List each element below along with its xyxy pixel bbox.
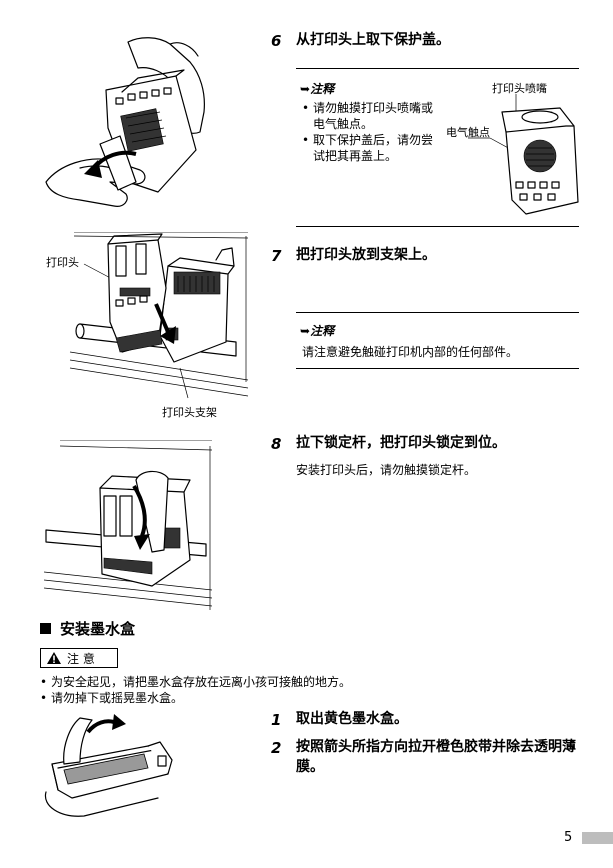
step-7-note-text: 请注意避免触碰打印机内部的任何部件。 bbox=[302, 345, 519, 359]
list-item: 请勿触摸打印头喷嘴或电气触点。 bbox=[302, 100, 444, 132]
note-top-rule bbox=[296, 312, 579, 313]
step-7-note-label: ➥注释 bbox=[300, 324, 335, 338]
illustration-place-print-head bbox=[69, 232, 249, 399]
list-item: 请勿掉下或摇晃墨水盒。 bbox=[40, 690, 580, 706]
illustration-remove-protective-cap bbox=[45, 37, 205, 207]
callout-printhead: 打印头 bbox=[46, 256, 79, 269]
step-8-number: 8 bbox=[271, 435, 282, 453]
section-title: 安装墨水盒 bbox=[60, 620, 136, 638]
step-8-title: 拉下锁定杆，把打印头锁定到位。 bbox=[296, 435, 506, 451]
list-item: 取下保护盖后，请勿尝试把其再盖上。 bbox=[302, 132, 444, 164]
illustration-lock-lever bbox=[43, 440, 213, 610]
list-item: 为安全起见，请把墨水盒存放在远离小孩可接触的地方。 bbox=[40, 674, 580, 690]
note-top-rule bbox=[296, 68, 579, 69]
step-6-number: 6 bbox=[271, 32, 282, 50]
step-6-note-list: 请勿触摸打印头喷嘴或电气触点。 取下保护盖后，请勿尝试把其再盖上。 bbox=[302, 100, 444, 164]
illustration-print-head-detail bbox=[468, 94, 579, 215]
step-7-number: 7 bbox=[271, 247, 282, 265]
section-heading: 安装墨水盒 bbox=[40, 618, 135, 639]
warning-triangle-icon bbox=[47, 652, 61, 664]
step-6-note-label: ➥注释 bbox=[300, 82, 335, 96]
square-bullet-icon bbox=[40, 623, 51, 634]
step-1-title: 取出黄色墨水盒。 bbox=[296, 711, 408, 727]
step-8-text: 安装打印头后，请勿触摸锁定杆。 bbox=[296, 463, 477, 477]
step-2-title: 按照箭头所指方向拉开橙色胶带并除去透明薄膜。 bbox=[296, 739, 576, 775]
page-number: 5 bbox=[564, 830, 573, 845]
callout-holder: 打印头支架 bbox=[162, 406, 217, 419]
step-2-number: 2 bbox=[271, 739, 282, 757]
illustration-ink-tank bbox=[44, 714, 173, 817]
callout-nozzle: 打印头喷嘴 bbox=[492, 82, 547, 95]
note-bottom-rule bbox=[296, 226, 579, 227]
note-arrow-icon: ➥ bbox=[300, 324, 311, 338]
caution-list: 为安全起见，请把墨水盒存放在远离小孩可接触的地方。 请勿掉下或摇晃墨水盒。 bbox=[40, 674, 580, 706]
step-7-title: 把打印头放到支架上。 bbox=[296, 247, 436, 263]
note-arrow-icon: ➥ bbox=[300, 82, 311, 96]
page-tab bbox=[582, 832, 613, 844]
step-1-number: 1 bbox=[271, 711, 282, 729]
callout-contacts: 电气触点 bbox=[446, 126, 490, 139]
step-6-title: 从打印头上取下保护盖。 bbox=[296, 32, 450, 48]
caution-badge: 注 意 bbox=[40, 648, 118, 668]
caution-label: 注 意 bbox=[67, 651, 95, 666]
note-bottom-rule bbox=[296, 368, 579, 369]
